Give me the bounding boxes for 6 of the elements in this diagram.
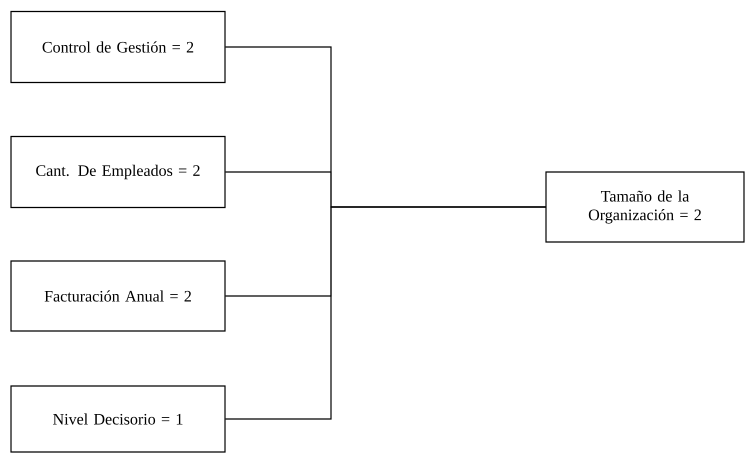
text-box: Control de Gestión = 2 [10, 10, 226, 84]
text-box: Nivel Decisorio = 1 [10, 385, 226, 453]
text-box: Tamaño de la Organización = 2 [545, 171, 745, 243]
text-box: Facturación Anual = 2 [10, 260, 226, 332]
connector-line [226, 206, 546, 420]
text-box: Cant. De Empleados = 2 [10, 136, 226, 208]
